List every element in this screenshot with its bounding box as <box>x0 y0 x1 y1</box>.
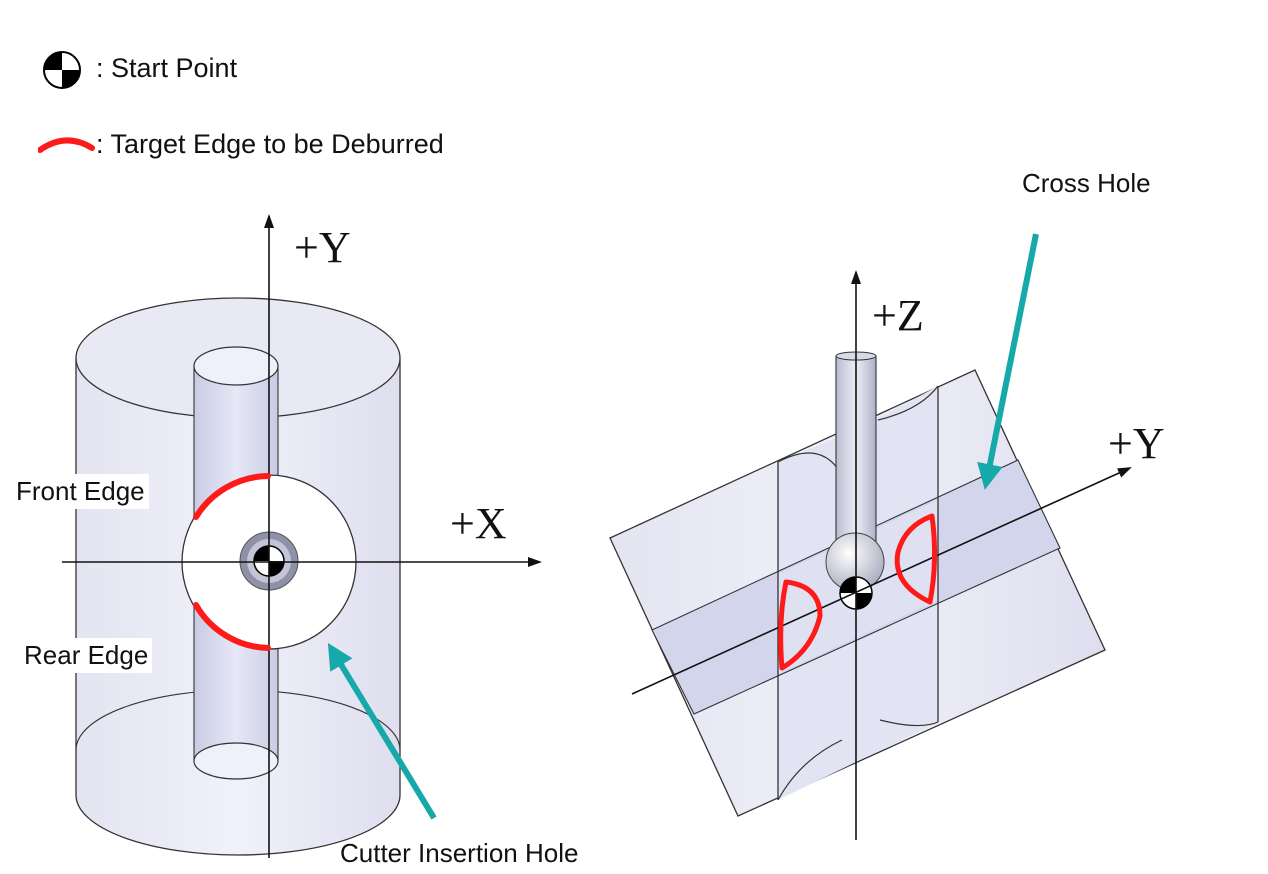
start-point-icon <box>38 48 96 89</box>
legend-start-point-label: : Start Point <box>96 52 238 83</box>
target-edge-icon <box>38 124 96 164</box>
cutter-insertion-hole-label: Cutter Insertion Hole <box>340 838 579 868</box>
right-axes <box>631 270 1132 840</box>
legend-target-edge-label: : Target Edge to be Deburred <box>96 128 444 159</box>
right-workpiece <box>609 351 1106 817</box>
cross-hole-edge-right <box>894 513 938 605</box>
cross-hole-label: Cross Hole <box>1022 168 1151 198</box>
front-edge-label: Front Edge <box>12 474 149 509</box>
rear-edge-arc <box>193 602 271 651</box>
left-workpiece <box>75 297 401 856</box>
left-axis-x-label: +X <box>450 499 507 548</box>
left-axes <box>62 214 542 858</box>
left-axis-y-label: +Y <box>294 223 351 272</box>
right-axis-y-label: +Y <box>1108 419 1165 468</box>
cutter-hole-arrow <box>327 642 437 820</box>
legend-target-edge: : Target Edge to be Deburred <box>38 124 444 164</box>
right-axis-z-label: +Z <box>872 291 924 340</box>
cross-hole-arrow <box>977 233 1039 490</box>
rear-edge-label: Rear Edge <box>20 638 153 673</box>
legend-start-point: : Start Point <box>38 48 238 89</box>
front-edge-arc <box>193 473 271 520</box>
cross-hole-edge-left <box>778 579 823 671</box>
